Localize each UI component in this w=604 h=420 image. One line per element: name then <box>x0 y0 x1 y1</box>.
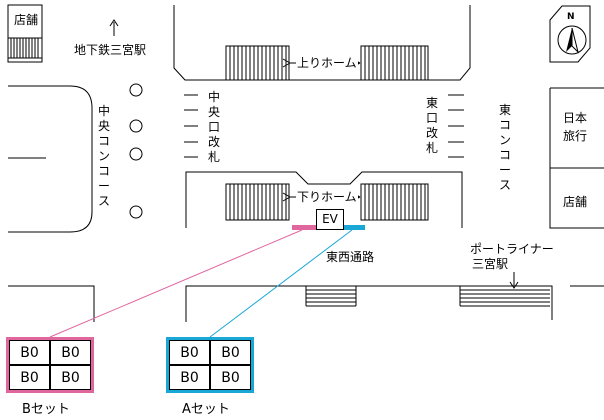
b-set-cell: B0 <box>50 365 91 390</box>
a-set-cell: B0 <box>169 340 210 365</box>
central-concourse-label: 中央コンコース <box>97 104 110 208</box>
up-platform-label: 上りホーム <box>296 56 358 70</box>
portliner-arrow-icon <box>509 272 519 289</box>
passage-wall-center <box>185 285 553 322</box>
a-set-cell: B0 <box>210 365 251 390</box>
portliner-label-1: ポートライナー <box>470 242 554 256</box>
east-west-passage-label: 東西通路 <box>326 250 375 264</box>
pillar <box>129 205 143 219</box>
a-set-cell: B0 <box>210 340 251 365</box>
down-platform-stairs-left <box>225 183 290 221</box>
central-gate-label: 中央口改札 <box>207 90 220 164</box>
shop-right-label: 店舗 <box>563 195 588 209</box>
a-set-location-marker <box>341 225 365 230</box>
east-gate-marks <box>448 94 464 158</box>
passage-wall-left <box>8 285 95 322</box>
passage-stairs-center <box>306 289 356 307</box>
b-set-cell: B0 <box>9 340 50 365</box>
a-set-label: Aセット <box>182 402 230 417</box>
down-platform-stairs-right <box>360 183 429 221</box>
east-gate-label: 東口改札 <box>425 96 438 155</box>
compass-needle-icon <box>566 28 572 52</box>
nippon-travel-label-1: 日本 <box>563 111 588 125</box>
east-concourse-label: 東コンコース <box>498 103 511 192</box>
nippon-travel-label-2: 旅行 <box>563 129 588 143</box>
pillar <box>129 119 143 133</box>
portliner-label-2: 三宮駅 <box>472 257 509 271</box>
b-set-cell: B0 <box>50 340 91 365</box>
compass-ring <box>557 25 587 55</box>
b-set-cell: B0 <box>9 365 50 390</box>
north-label: N <box>567 12 575 22</box>
b-set-label: Bセット <box>22 402 70 417</box>
up-platform-stairs-right <box>360 45 429 81</box>
elevator: EV <box>316 209 344 230</box>
central-concourse-wall <box>8 85 93 233</box>
b-set-panel: B0 B0 B0 B0 <box>6 337 94 393</box>
subway-exit-label: 地下鉄三宮駅 <box>74 43 147 57</box>
down-platform-label: 下りホーム <box>296 190 358 204</box>
b-set-leader-line <box>49 229 303 338</box>
shop-top-left-stairs <box>7 37 43 59</box>
a-set-panel: B0 B0 B0 B0 <box>166 337 254 393</box>
passage-stairs-right <box>460 289 550 307</box>
down-platform-outline <box>185 171 463 228</box>
a-set-leader-line <box>209 229 353 338</box>
compass-frame <box>549 5 591 63</box>
pillar <box>129 147 143 161</box>
up-arrow-icon <box>109 19 119 36</box>
shop-top-left-label: 店舗 <box>14 13 39 27</box>
a-set-cell: B0 <box>169 365 210 390</box>
b-set-location-marker <box>292 225 316 230</box>
pillar <box>129 83 143 97</box>
up-platform-stairs-left <box>225 45 290 81</box>
central-gate-marks <box>184 94 198 158</box>
passage-stairs-center-sides <box>305 286 357 306</box>
right-buildings-wall <box>549 88 604 229</box>
up-platform-outline <box>173 5 471 81</box>
